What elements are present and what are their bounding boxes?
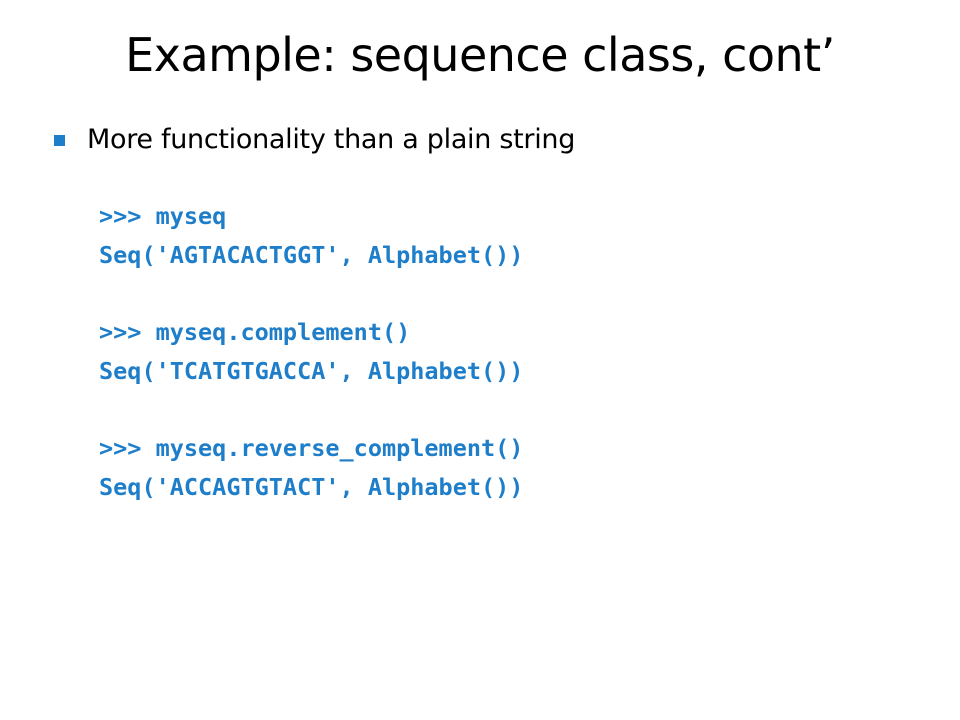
- code-output-reverse-complement: Seq('ACCAGTGTACT', Alphabet()): [99, 473, 524, 501]
- code-output-myseq: Seq('AGTACACTGGT', Alphabet()): [99, 241, 524, 269]
- code-output-complement: Seq('TCATGTGACCA', Alphabet()): [99, 357, 524, 385]
- bullet-text: More functionality than a plain string: [87, 124, 576, 155]
- slide-title: Example: sequence class, cont’: [125, 28, 835, 82]
- code-command-reverse-complement: >>> myseq.reverse_complement(): [99, 434, 524, 462]
- code-block: >>> myseq Seq('AGTACACTGGT', Alphabet())…: [99, 197, 523, 507]
- code-command-myseq: >>> myseq: [99, 202, 227, 230]
- code-spacer: [99, 391, 523, 429]
- code-command-complement: >>> myseq.complement(): [99, 318, 411, 346]
- square-bullet-icon: [54, 134, 65, 146]
- code-spacer: [99, 275, 523, 313]
- bullet-item: More functionality than a plain string: [54, 124, 575, 156]
